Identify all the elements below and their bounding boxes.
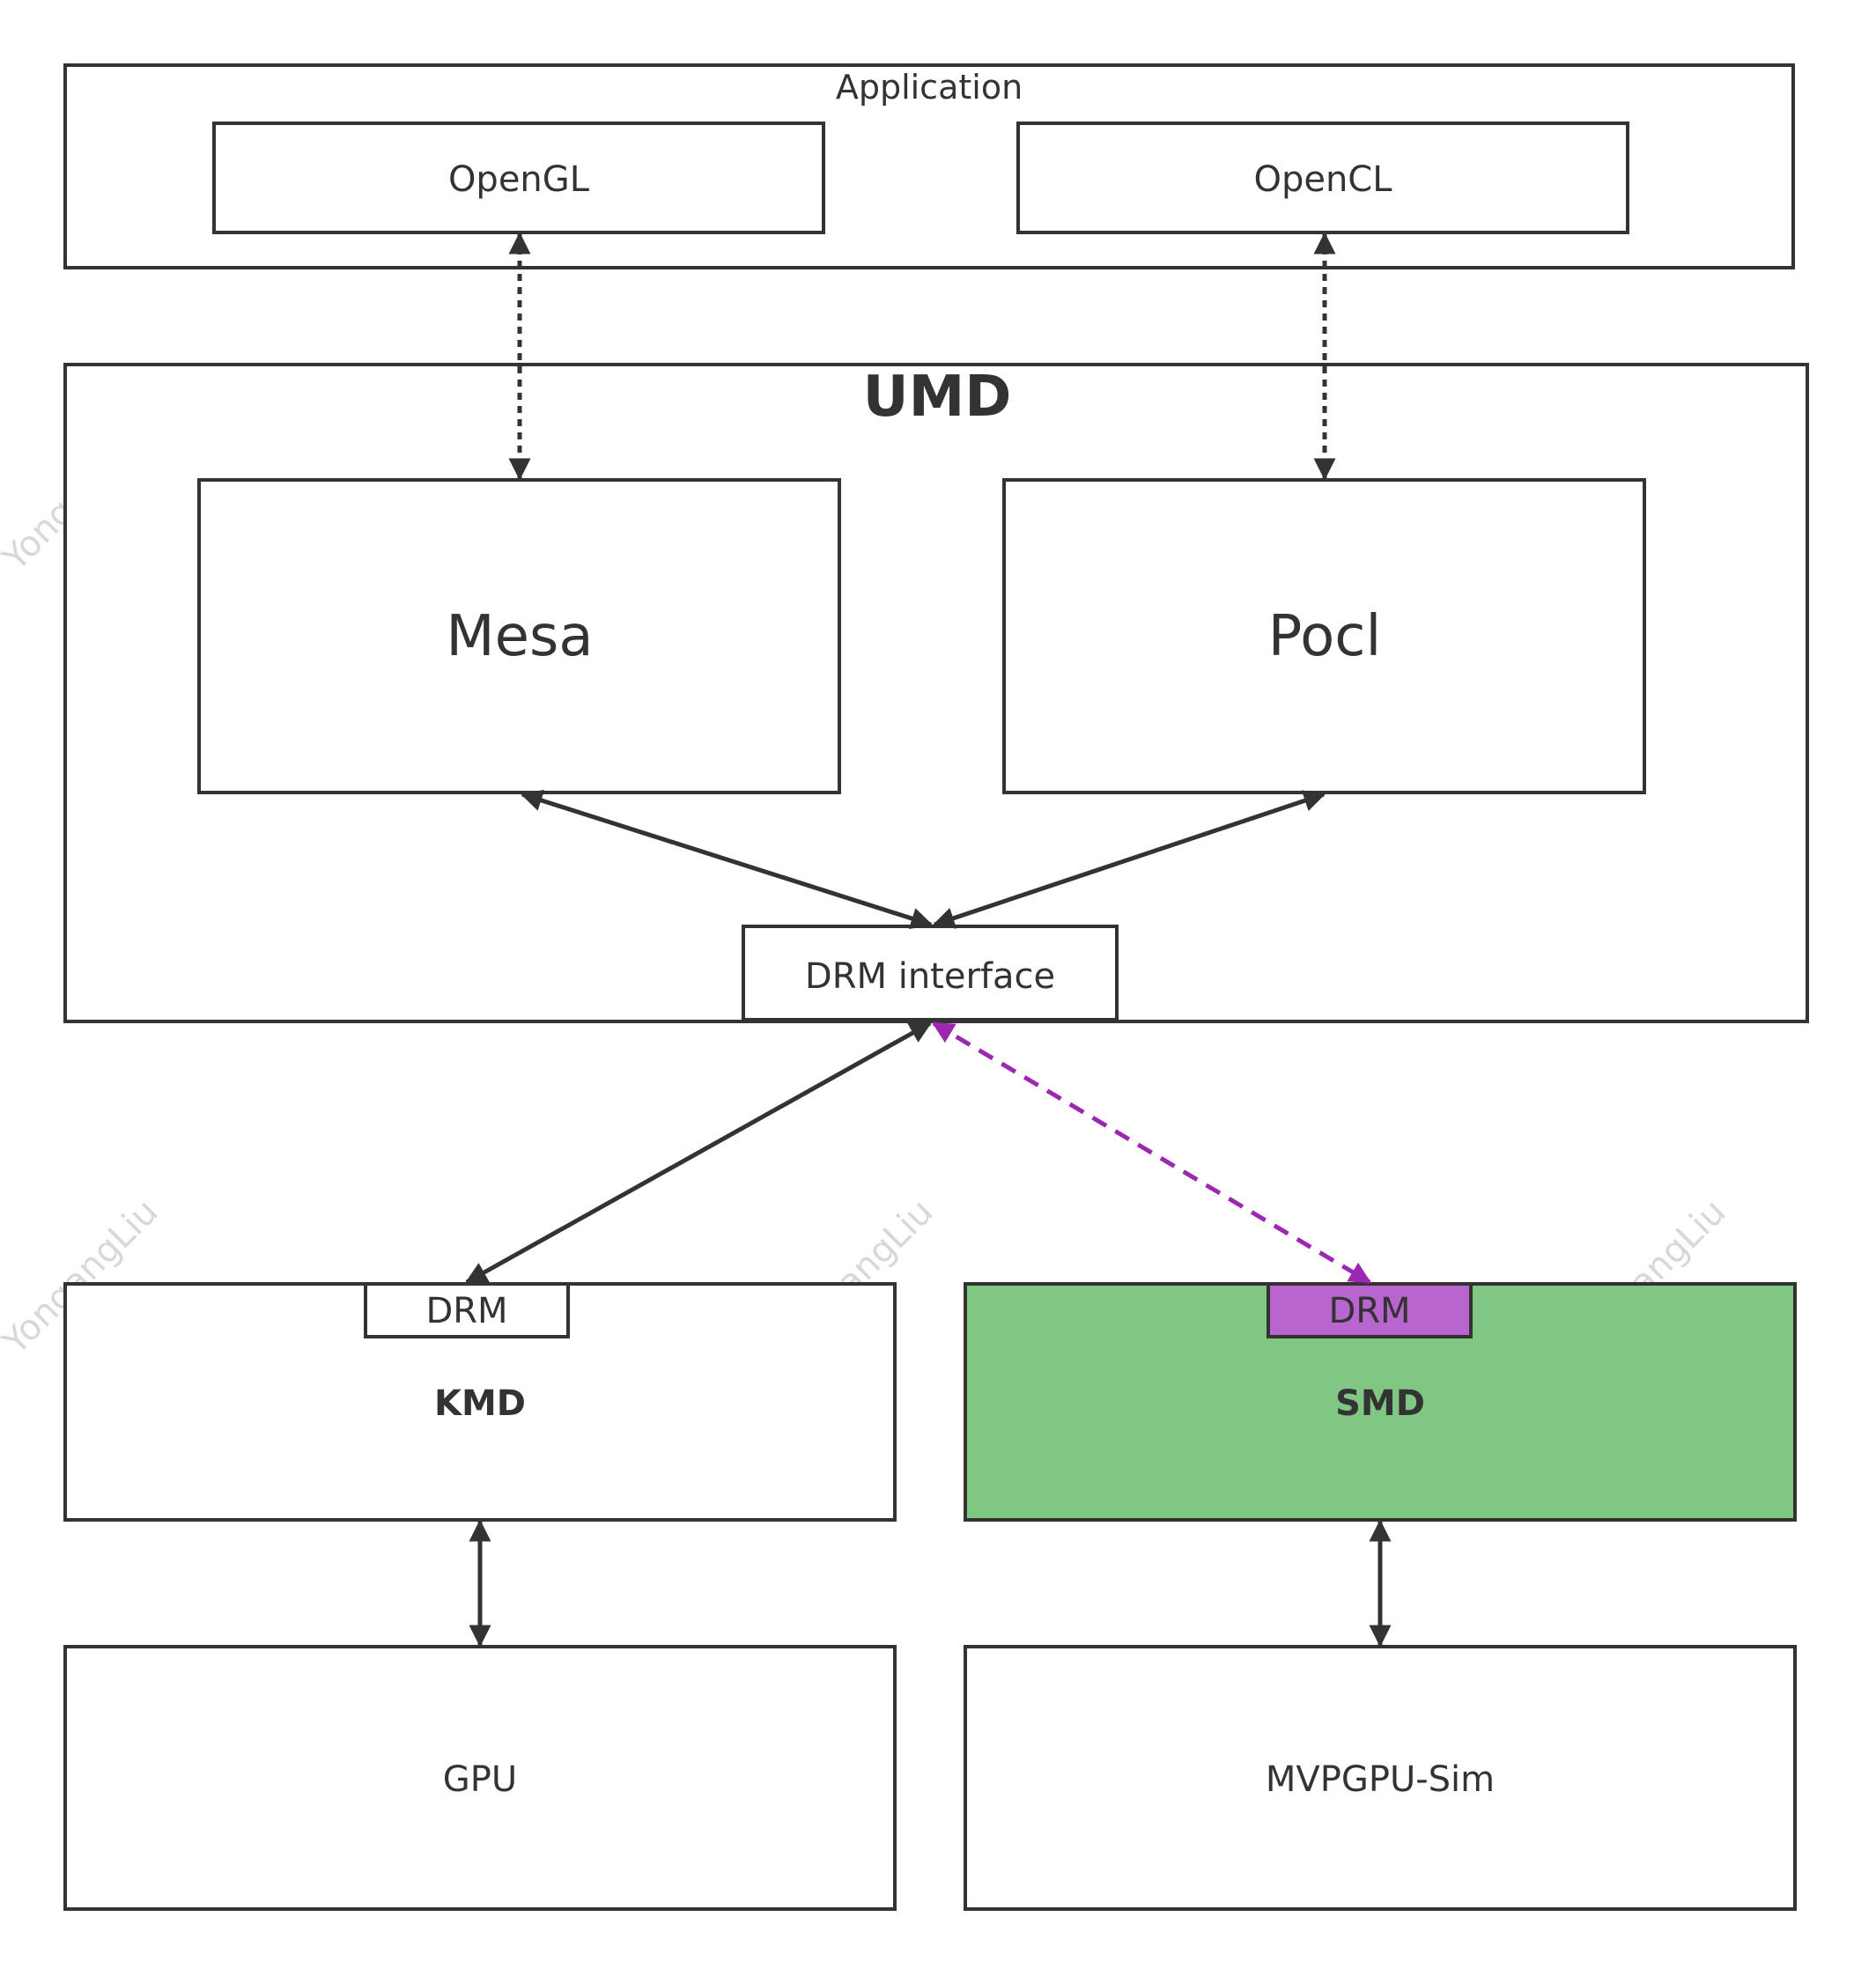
kmd-drm-box: [364, 1282, 570, 1338]
opengl-label: OpenGL: [448, 159, 590, 200]
pocl-drm-link: [932, 790, 1326, 929]
smd-drm-box: [1267, 1282, 1473, 1338]
drm-smd-link: [931, 1021, 1372, 1285]
opencl-box: [1016, 122, 1629, 234]
umd-title: UMD: [863, 365, 1012, 430]
kmd-drm-label: DRM: [425, 1291, 507, 1331]
mesa-drm-link: [520, 789, 934, 930]
smd-drm-label: DRM: [1328, 1291, 1410, 1331]
kmd-title: KMD: [434, 1383, 526, 1424]
pocl-label: Pocl: [1268, 604, 1381, 669]
opencl-label: OpenCL: [1253, 159, 1392, 200]
drm-interface-box: [742, 925, 1119, 1021]
mesa-label: Mesa: [446, 604, 593, 669]
application-title: Application: [836, 68, 1023, 107]
gpu-label: GPU: [443, 1759, 517, 1800]
gpu-box: [63, 1645, 897, 1911]
sim-box: [964, 1645, 1797, 1911]
smd-title: SMD: [1335, 1383, 1425, 1424]
drm-kmd-link: [464, 1021, 933, 1285]
mesa-box: [197, 478, 841, 794]
sim-label: MVPGPU-Sim: [1266, 1759, 1495, 1800]
opengl-box: [212, 122, 825, 234]
drm-interface-label: DRM interface: [805, 956, 1055, 997]
